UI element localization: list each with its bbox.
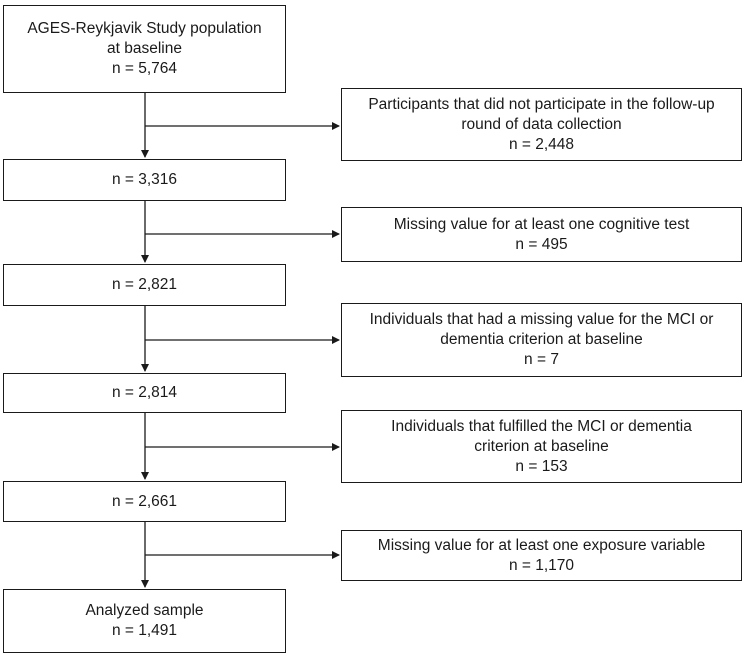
exclusion-box-1: Participants that did not participate in…	[341, 88, 742, 161]
main-box-2: n = 3,316	[3, 159, 286, 201]
main-box-6: Analyzed sample n = 1,491	[3, 589, 286, 653]
exclusion-box-3-line-2: dementia criterion at baseline	[440, 331, 643, 348]
main-box-1-line-1: AGES-Reykjavik Study population	[27, 20, 262, 37]
exclusion-box-3-line-3: n = 7	[524, 351, 559, 368]
exclusion-box-5-line-1: Missing value for at least one exposure …	[377, 536, 706, 554]
main-box-6-line-1: Analyzed sample	[85, 602, 204, 619]
exclusion-box-3: Individuals that had a missing value for…	[341, 303, 742, 377]
main-box-1-line-2: at baseline	[107, 40, 182, 57]
main-box-4-line-1: n = 2,814	[111, 384, 178, 401]
exclusion-box-1-line-1: Participants that did not participate in…	[368, 95, 715, 113]
main-box-3: n = 2,821	[3, 264, 286, 306]
main-box-5: n = 2,661	[3, 481, 286, 522]
exclusion-box-4-line-1: Individuals that fulfilled the MCI or de…	[391, 417, 692, 435]
exclusion-box-3-line-1: Individuals that had a missing value for…	[369, 311, 714, 328]
exclusion-box-1-line-2: round of data collection	[461, 115, 622, 133]
exclusion-box-2-line-2: n = 495	[515, 235, 568, 253]
main-box-2-line-1: n = 3,316	[111, 171, 178, 188]
main-box-6-line-2: n = 1,491	[111, 622, 178, 639]
exclusion-box-5: Missing value for at least one exposure …	[341, 530, 742, 581]
exclusion-box-5-line-2: n = 1,170	[508, 556, 575, 574]
main-box-1: AGES-Reykjavik Study population at basel…	[3, 5, 286, 93]
exclusion-box-2: Missing value for at least one cognitive…	[341, 207, 742, 262]
main-box-4: n = 2,814	[3, 373, 286, 413]
exclusion-box-2-line-1: Missing value for at least one cognitive…	[393, 215, 690, 233]
exclusion-box-4: Individuals that fulfilled the MCI or de…	[341, 410, 742, 483]
main-box-5-line-1: n = 2,661	[111, 492, 178, 510]
exclusion-box-4-line-3: n = 153	[515, 457, 568, 475]
main-box-1-line-3: n = 5,764	[111, 60, 178, 77]
exclusion-box-4-line-2: criterion at baseline	[474, 437, 609, 455]
exclusion-box-1-line-3: n = 2,448	[508, 135, 575, 153]
main-box-3-line-1: n = 2,821	[111, 276, 178, 293]
